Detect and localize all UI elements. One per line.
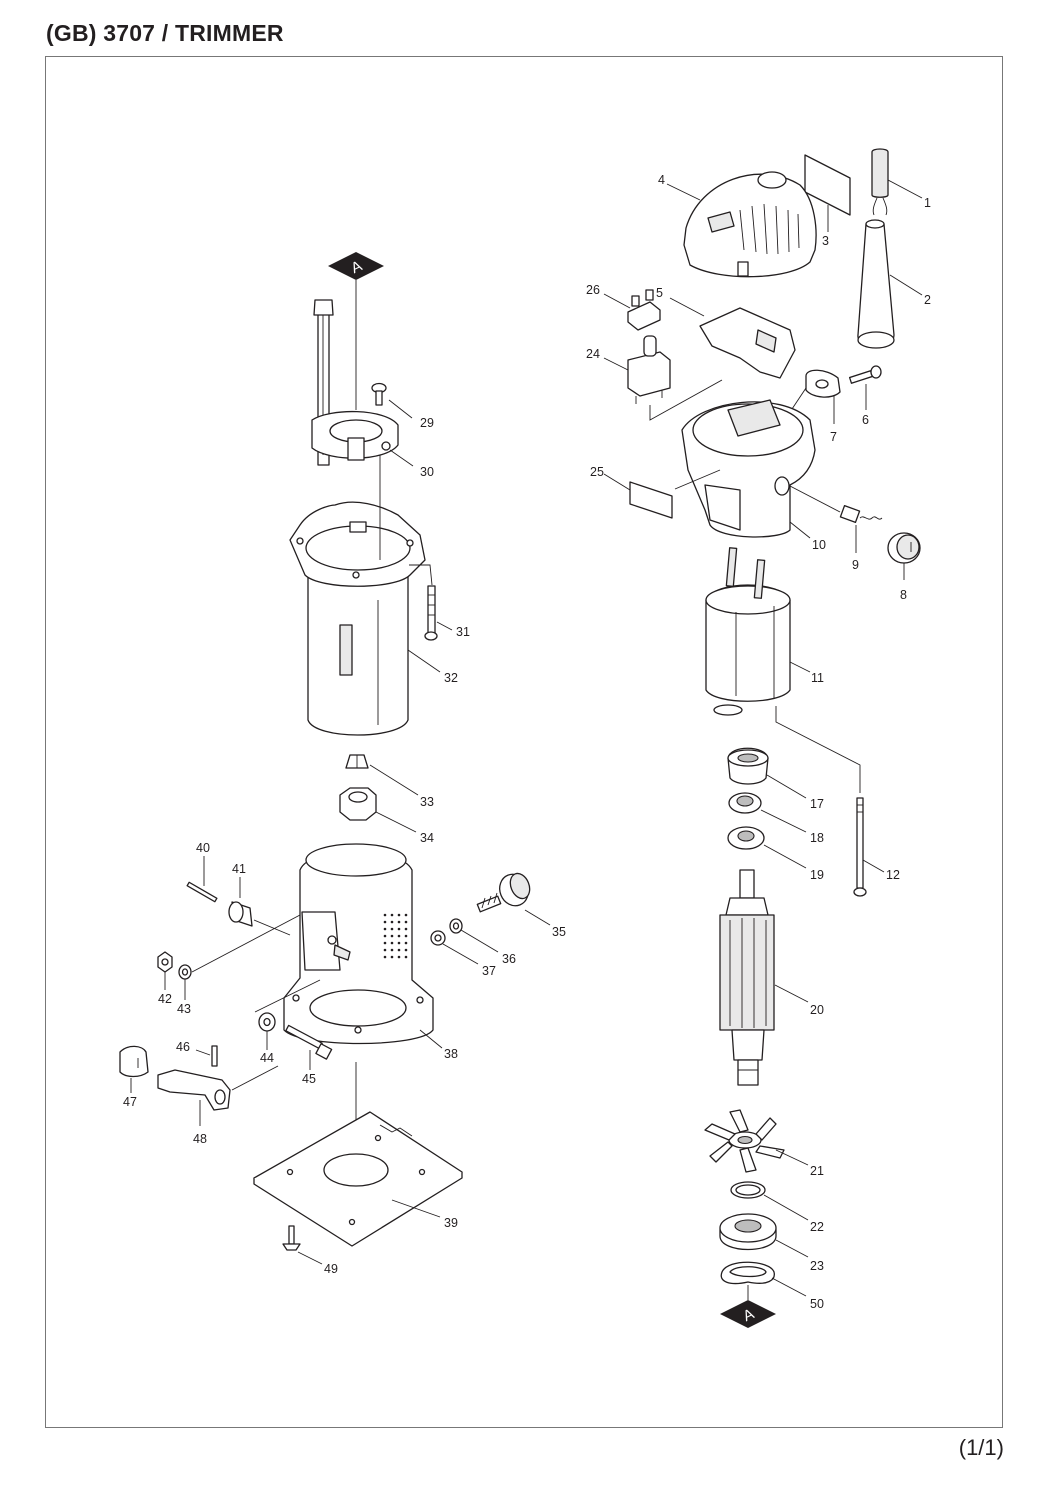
callout-1: 1: [924, 196, 931, 210]
callout-10: 10: [812, 538, 826, 552]
callout-49: 49: [324, 1262, 338, 1276]
callout-4: 4: [658, 173, 665, 187]
part-42-nut: [157, 951, 173, 973]
part-20-armature: [719, 869, 775, 1086]
callout-45: 45: [302, 1072, 316, 1086]
page-number: (1/1): [958, 1435, 1004, 1460]
part-7-plate: [805, 369, 841, 398]
callout-17: 17: [810, 797, 824, 811]
part-33-collet-cone: [345, 754, 369, 769]
callout-39: 39: [444, 1216, 458, 1230]
part-35-clamp-screw: [476, 872, 531, 913]
part-11-field: [705, 547, 791, 716]
marker-a-bottom: A: [720, 1300, 776, 1328]
callout-41: 41: [232, 862, 246, 876]
callout-48: 48: [193, 1132, 207, 1146]
part-1-cord: [871, 148, 889, 216]
part-30-stopper: [311, 299, 399, 466]
part-23-ball-bearing: [719, 1213, 777, 1251]
callout-31: 31: [456, 625, 470, 639]
part-48-lever: [157, 1069, 231, 1111]
callout-18: 18: [810, 831, 824, 845]
part-21-fan: [704, 1109, 785, 1173]
callout-30: 30: [420, 465, 434, 479]
callout-42: 42: [158, 992, 172, 1006]
callout-37: 37: [482, 964, 496, 978]
callout-12: 12: [886, 868, 900, 882]
page-title: (GB) 3707 / TRIMMER: [46, 20, 284, 46]
callout-8: 8: [900, 588, 907, 602]
callout-26: 26: [586, 283, 600, 297]
part-34-collet-nut: [339, 787, 377, 821]
callout-34: 34: [420, 831, 434, 845]
callout-40: 40: [196, 841, 210, 855]
part-19-ring: [727, 826, 765, 850]
callout-9: 9: [852, 558, 859, 572]
callout-23: 23: [810, 1259, 824, 1273]
callout-25: 25: [590, 465, 604, 479]
callout-24: 24: [586, 347, 600, 361]
callout-7: 7: [830, 430, 837, 444]
part-44-washer: [258, 1012, 276, 1032]
part-45-bolt: [285, 1024, 333, 1060]
callout-32: 32: [444, 671, 458, 685]
callout-36: 36: [502, 952, 516, 966]
callout-29: 29: [420, 416, 434, 430]
callout-44: 44: [260, 1051, 274, 1065]
callout-2: 2: [924, 293, 931, 307]
part-31-screw: [424, 585, 438, 641]
part-32-motor-housing: [289, 501, 426, 736]
part-41-roller: [228, 901, 253, 927]
part-29-screw: [371, 382, 387, 406]
callout-3: 3: [822, 234, 829, 248]
part-46-pin: [211, 1045, 218, 1067]
part-38-base: [283, 843, 434, 1045]
part-18-bearing: [728, 792, 762, 814]
part-47-cap: [119, 1045, 149, 1078]
part-49-screw: [282, 1225, 301, 1251]
part-26-terminal-block: [627, 289, 661, 331]
part-43-washer: [178, 964, 192, 980]
part-37-washer: [430, 930, 446, 946]
part-4-rear-cover: [683, 171, 817, 278]
callout-50: 50: [810, 1297, 824, 1311]
callout-46: 46: [176, 1040, 190, 1054]
part-2-cord-guard: [857, 219, 895, 349]
part-50-rubber-ring: [720, 1261, 775, 1285]
part-6-screw: [848, 365, 882, 384]
marker-a-top: A: [328, 252, 384, 280]
callout-5: 5: [656, 286, 663, 300]
callout-38: 38: [444, 1047, 458, 1061]
part-10-housing-frame: [681, 399, 816, 538]
diagram-frame: [45, 56, 1003, 1428]
part-24-switch: [627, 335, 671, 404]
callout-35: 35: [552, 925, 566, 939]
callout-19: 19: [810, 868, 824, 882]
part-22-retaining-ring: [730, 1181, 766, 1199]
part-25-label: [629, 481, 673, 519]
part-17-bearing-holder: [727, 747, 769, 785]
callout-6: 6: [862, 413, 869, 427]
part-39-base-plate: [253, 1111, 463, 1247]
callout-47: 47: [123, 1095, 137, 1109]
part-5-holder: [699, 307, 796, 379]
callout-21: 21: [810, 1164, 824, 1178]
callout-43: 43: [177, 1002, 191, 1016]
callout-22: 22: [810, 1220, 824, 1234]
callout-11: 11: [811, 671, 824, 685]
part-36-washer: [449, 918, 463, 934]
part-8-brush-cap: [887, 532, 921, 564]
callout-33: 33: [420, 795, 434, 809]
part-3-label: [804, 154, 851, 216]
part-9-carbon-brush: [839, 504, 883, 524]
callout-20: 20: [810, 1003, 824, 1017]
part-12-through-bolt: [853, 797, 867, 897]
part-40-pin: [186, 881, 218, 903]
